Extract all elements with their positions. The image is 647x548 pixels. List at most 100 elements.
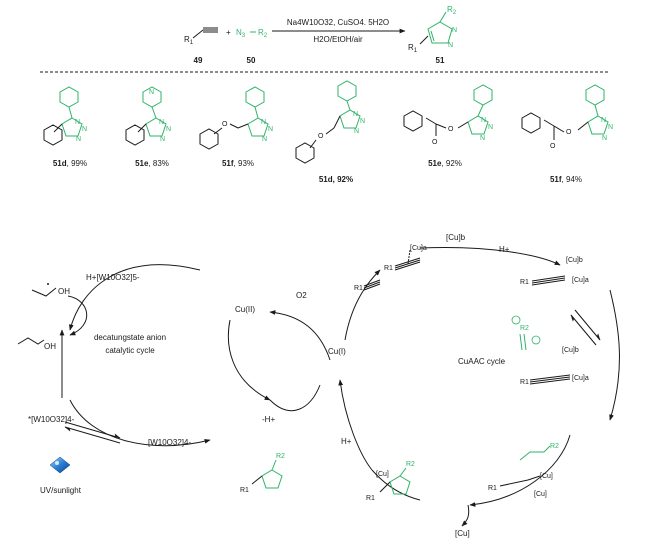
svg-text:51e, 83%: 51e, 83% bbox=[135, 159, 169, 168]
uv-sunlight-icon bbox=[49, 456, 71, 474]
label-49: 49 bbox=[194, 56, 203, 65]
structure-51d-a: N N N 51d, 99% bbox=[43, 86, 87, 168]
product-structures: N N N 51d, 99% N N N N 51e, 83% N N bbox=[43, 80, 613, 184]
cu-i: Cu(I) bbox=[328, 347, 346, 356]
svg-text:R1: R1 bbox=[366, 495, 375, 502]
cuaac-cycle: CuAAC cycle R1 [Cu]a [Cu]b H+ R1 R1 [Cu]… bbox=[240, 233, 620, 538]
azide-50: N3 R2 bbox=[236, 28, 268, 39]
triazole-product-51: R2 N N R1 bbox=[408, 5, 457, 54]
structure-51f-a: N N N O 51f, 93% bbox=[199, 86, 273, 168]
conditions-bottom: H2O/EtOH/air bbox=[313, 35, 363, 44]
svg-text:R1: R1 bbox=[488, 485, 497, 492]
svg-text:O: O bbox=[432, 139, 438, 146]
svg-text:N: N bbox=[353, 111, 358, 118]
metallacycle: R2 R1 [Cu] [Cu] bbox=[488, 443, 559, 498]
svg-text:R1: R1 bbox=[408, 43, 418, 54]
structure-51e-b: N N N O O 51e, 92% bbox=[403, 84, 493, 168]
cycle-title-1: decatungstate anion bbox=[94, 333, 166, 342]
svg-text:N: N bbox=[360, 118, 365, 125]
cuaac-title: CuAAC cycle bbox=[458, 357, 506, 366]
ethanol: OH bbox=[17, 337, 56, 351]
header-reaction: R1 + N3 R2 Na4W10O32, CuSO4. 5H2O H2O/Et… bbox=[184, 5, 457, 65]
svg-text:[Cu]a: [Cu]a bbox=[410, 245, 427, 252]
svg-text:N: N bbox=[480, 135, 485, 142]
svg-text:[Cu]: [Cu] bbox=[376, 471, 389, 478]
h-plus-label: H+ bbox=[341, 437, 352, 446]
svg-text:N: N bbox=[76, 136, 81, 143]
svg-text:N: N bbox=[261, 119, 266, 126]
o2-label: O2 bbox=[296, 291, 307, 300]
final-triazole: R2 R1 bbox=[240, 453, 285, 494]
cu-b-reagent: [Cu]b bbox=[446, 233, 466, 242]
svg-text:R1: R1 bbox=[384, 265, 393, 272]
label-51: 51 bbox=[436, 56, 445, 65]
svg-text:N: N bbox=[75, 119, 80, 126]
h-decatungstate: H+[W10O32]5- bbox=[86, 273, 140, 282]
ethanol-radical: OH bbox=[31, 283, 70, 297]
svg-text:N: N bbox=[268, 126, 273, 133]
cu-released: [Cu] bbox=[455, 529, 470, 538]
svg-text:N3: N3 bbox=[236, 28, 246, 39]
svg-text:N: N bbox=[448, 42, 453, 49]
svg-text:R1: R1 bbox=[184, 35, 194, 46]
svg-text:N: N bbox=[481, 117, 486, 124]
svg-text:[Cu]b: [Cu]b bbox=[562, 347, 579, 354]
svg-text:N: N bbox=[354, 128, 359, 135]
svg-text:N: N bbox=[608, 124, 613, 131]
svg-text:R1: R1 bbox=[240, 487, 249, 494]
svg-text:OH: OH bbox=[44, 342, 56, 351]
conditions-top: Na4W10O32, CuSO4. 5H2O bbox=[287, 18, 389, 27]
cu-triazolide: R2 [Cu] R1 bbox=[366, 461, 415, 502]
copper-cycle: Cu(II) Cu(I) O2 -H+ H+ bbox=[227, 269, 381, 471]
svg-text:O: O bbox=[318, 133, 324, 140]
alkyne-49: R1 bbox=[184, 27, 218, 46]
uv-label: UV/sunlight bbox=[40, 486, 82, 495]
svg-text:N: N bbox=[159, 119, 164, 126]
svg-text:R1: R1 bbox=[354, 285, 363, 292]
azide-complex: R2 [Cu]b R1 [Cu]a bbox=[511, 315, 589, 386]
svg-text:[Cu]a: [Cu]a bbox=[572, 277, 589, 284]
svg-text:51e, 92%: 51e, 92% bbox=[428, 159, 462, 168]
svg-text:R2: R2 bbox=[258, 28, 268, 39]
ground-decatungstate: [W10O32]4- bbox=[148, 438, 191, 447]
svg-text:R1: R1 bbox=[520, 279, 529, 286]
svg-text:R1: R1 bbox=[520, 379, 529, 386]
svg-text:N: N bbox=[602, 135, 607, 142]
svg-text:[Cu]a: [Cu]a bbox=[572, 375, 589, 382]
minus-h-label: -H+ bbox=[262, 415, 275, 424]
svg-text:N: N bbox=[82, 126, 87, 133]
svg-text:N: N bbox=[160, 136, 165, 143]
svg-text:[Cu]: [Cu] bbox=[540, 473, 553, 480]
cu-acetylide: R1 [Cu]a bbox=[384, 245, 427, 272]
svg-text:O: O bbox=[550, 143, 556, 150]
svg-text:R2: R2 bbox=[406, 461, 415, 468]
svg-text:N: N bbox=[601, 117, 606, 124]
structure-51d-b: N N N O 51d, 92% bbox=[295, 80, 365, 184]
svg-text:N: N bbox=[166, 126, 171, 133]
svg-text:N: N bbox=[149, 89, 154, 96]
svg-text:O: O bbox=[448, 126, 454, 133]
svg-text:N: N bbox=[262, 136, 267, 143]
decatungstate-cycle: H+[W10O32]5- *[W10O32]4- [W10O32]4- deca… bbox=[17, 264, 211, 495]
svg-text:O: O bbox=[222, 121, 228, 128]
structure-51e-a: N N N N 51e, 83% bbox=[125, 86, 171, 168]
svg-text:R2: R2 bbox=[447, 5, 457, 16]
svg-text:51f, 94%: 51f, 94% bbox=[550, 175, 582, 184]
svg-text:[Cu]b: [Cu]b bbox=[566, 257, 583, 264]
svg-text:R2: R2 bbox=[276, 453, 285, 460]
svg-text:O: O bbox=[566, 129, 572, 136]
excited-decatungstate: *[W10O32]4- bbox=[28, 415, 75, 424]
svg-text:R2: R2 bbox=[520, 325, 529, 332]
cu-ii: Cu(II) bbox=[235, 305, 255, 314]
svg-text:OH: OH bbox=[58, 287, 70, 296]
cycle-title-2: catalytic cycle bbox=[105, 346, 155, 355]
svg-text:R2: R2 bbox=[550, 443, 559, 450]
plus-sign: + bbox=[226, 28, 231, 37]
svg-text:51d, 99%: 51d, 99% bbox=[53, 159, 87, 168]
dicopper-acetylide: R1 [Cu]b [Cu]a bbox=[520, 257, 589, 286]
svg-text:[Cu]: [Cu] bbox=[534, 491, 547, 498]
alkyne-reagent: R1 bbox=[354, 279, 381, 292]
svg-text:51f, 93%: 51f, 93% bbox=[222, 159, 254, 168]
label-50: 50 bbox=[247, 56, 256, 65]
